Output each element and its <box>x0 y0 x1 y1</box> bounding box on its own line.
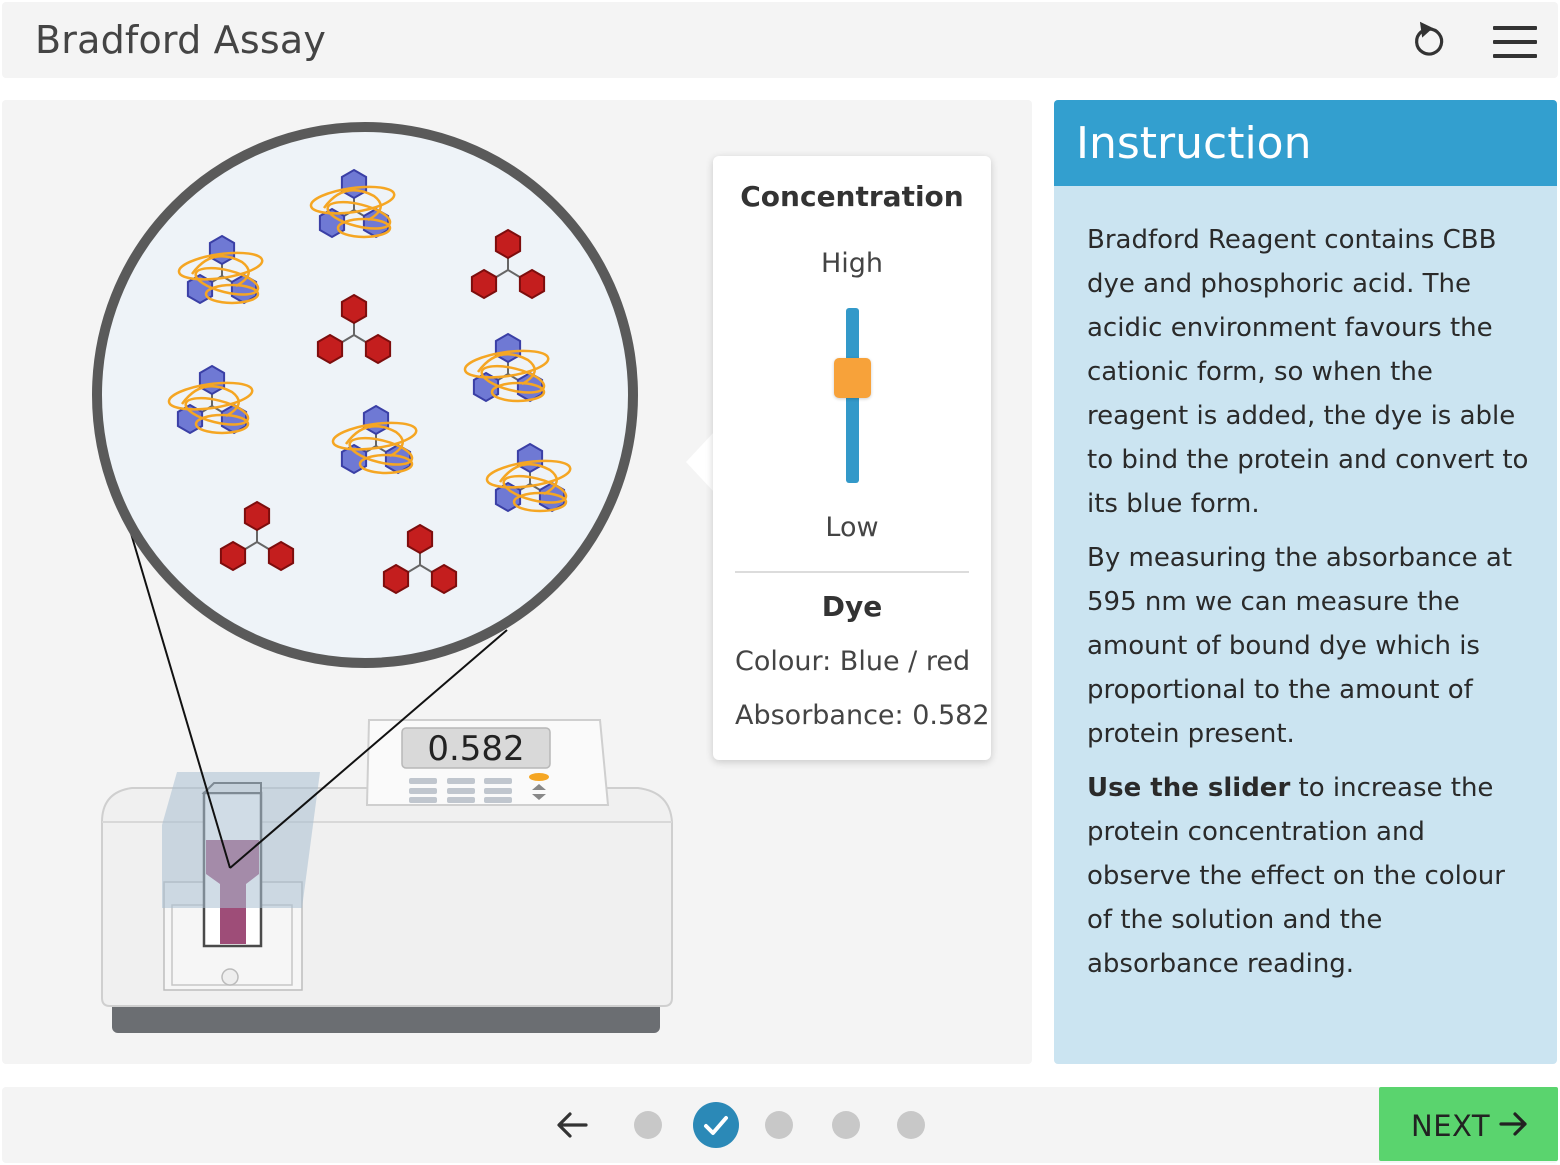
next-label: NEXT <box>1411 1109 1491 1143</box>
instruction-title: Instruction <box>1076 118 1312 169</box>
keypad <box>409 778 512 803</box>
instruction-paragraph-3-rest: to increase the protein concentration an… <box>1087 773 1505 979</box>
step-dot-5[interactable] <box>897 1111 925 1139</box>
step-dot-2-current[interactable] <box>693 1102 739 1148</box>
reset-icon <box>1415 21 1444 56</box>
step-dot-1[interactable] <box>634 1111 662 1139</box>
dye-heading: Dye <box>821 590 883 623</box>
reset-button[interactable] <box>1404 16 1454 66</box>
instruction-paragraph-2: By measuring the absorbance at 595 nm we… <box>1087 543 1513 749</box>
compartment-lid <box>162 772 320 908</box>
card-divider <box>735 571 969 573</box>
step-dot-3[interactable] <box>765 1111 793 1139</box>
concentration-card: Concentration High Low Dye Colour: Blue … <box>713 156 991 760</box>
back-button[interactable] <box>552 1103 596 1147</box>
instruction-header: Instruction <box>1054 100 1557 186</box>
concentration-heading: Concentration <box>740 180 964 213</box>
instruction-body: Bradford Reagent contains CBB dye and ph… <box>1087 218 1537 996</box>
menu-icon <box>1493 26 1537 58</box>
slider-low-label: Low <box>825 512 879 543</box>
instruction-paragraph-1: Bradford Reagent contains CBB dye and ph… <box>1087 225 1529 519</box>
arrow-right-icon <box>1499 1112 1527 1136</box>
instruction-emphasis: Use the slider <box>1087 773 1291 803</box>
dye-colour-text: Colour: Blue / red <box>735 646 971 677</box>
magnifier-circle <box>92 122 638 668</box>
check-icon <box>704 1116 728 1135</box>
display-screen <box>401 727 551 769</box>
bottom-bar: NEXT <box>2 1087 1558 1163</box>
simulation-illustration: 0.582 <box>92 122 673 1033</box>
absorbance-text: Absorbance: 0.582 <box>735 700 990 731</box>
slider-high-label: High <box>820 248 884 279</box>
top-bar: Bradford Assay <box>2 2 1558 78</box>
menu-button[interactable] <box>1490 20 1542 64</box>
concentration-slider-thumb[interactable] <box>834 358 871 398</box>
step-dot-4[interactable] <box>832 1111 860 1139</box>
instruction-paragraph-3: Use the slider to increase the protein c… <box>1087 766 1537 986</box>
next-button[interactable]: NEXT <box>1379 1087 1558 1161</box>
arrow-left-icon <box>557 1112 588 1138</box>
display-reading: 0.582 <box>427 729 524 769</box>
instruction-panel: Instruction Bradford Reagent contains CB… <box>1054 100 1557 1064</box>
card-pointer <box>686 432 714 492</box>
app-title: Bradford Assay <box>35 18 327 62</box>
